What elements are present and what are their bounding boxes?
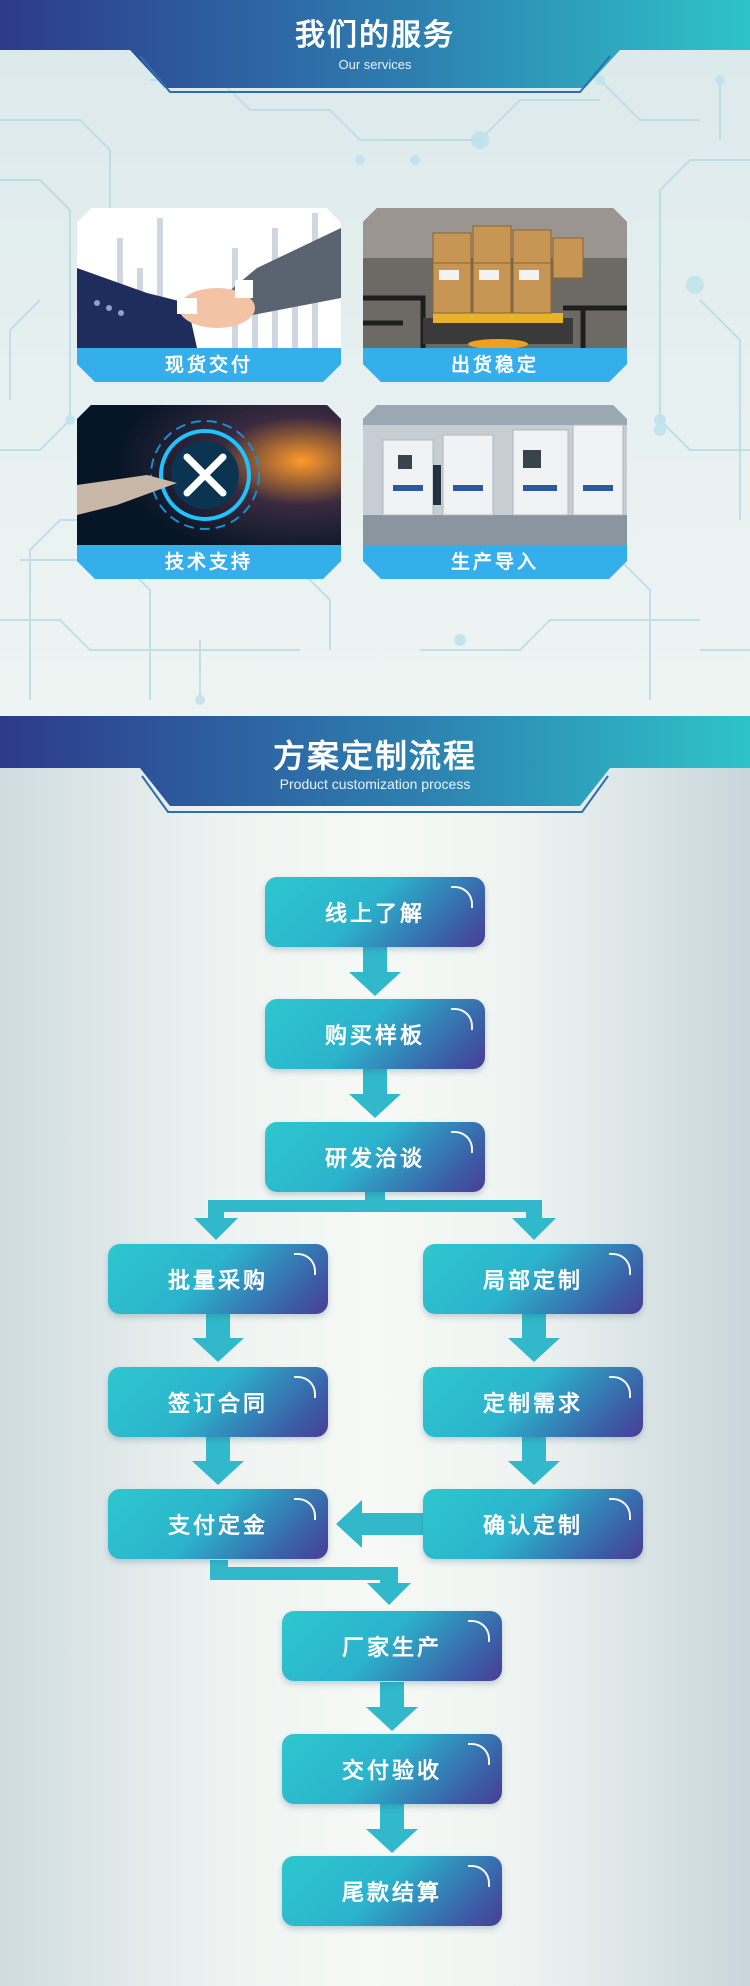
service-card-spot-delivery[interactable]: 现货交付 bbox=[77, 208, 341, 382]
sparkle-icon bbox=[609, 1376, 631, 1398]
factory-line-image bbox=[363, 405, 627, 545]
step-label: 确认定制 bbox=[482, 1514, 583, 1539]
step-label: 尾款结算 bbox=[341, 1881, 442, 1906]
step-confirm-customization[interactable]: 确认定制 bbox=[423, 1489, 643, 1559]
step-delivery-acceptance[interactable]: 交付验收 bbox=[282, 1734, 502, 1804]
process-banner: 方案定制流程 Product customization process bbox=[0, 716, 750, 816]
step-customization-requirements[interactable]: 定制需求 bbox=[423, 1367, 643, 1437]
step-bulk-purchase[interactable]: 批量采购 bbox=[108, 1244, 328, 1314]
sparkle-icon bbox=[468, 1743, 490, 1765]
sparkle-icon bbox=[451, 1131, 473, 1153]
step-factory-production[interactable]: 厂家生产 bbox=[282, 1611, 502, 1681]
sparkle-icon bbox=[294, 1253, 316, 1275]
tech-tools-image bbox=[77, 405, 341, 545]
service-card-tech-support[interactable]: 技术支持 bbox=[77, 405, 341, 579]
services-banner: 我们的服务 Our services bbox=[0, 0, 750, 96]
process-subtitle: Product customization process bbox=[279, 776, 471, 792]
step-label: 批量采购 bbox=[167, 1269, 268, 1294]
sparkle-icon bbox=[468, 1620, 490, 1642]
step-buy-sample[interactable]: 购买样板 bbox=[265, 999, 485, 1069]
sparkle-icon bbox=[468, 1865, 490, 1887]
sparkle-icon bbox=[294, 1498, 316, 1520]
step-sign-contract[interactable]: 签订合同 bbox=[108, 1367, 328, 1437]
step-label: 研发洽谈 bbox=[324, 1147, 425, 1172]
sparkle-icon bbox=[609, 1253, 631, 1275]
service-card-production-import[interactable]: 生产导入 bbox=[363, 405, 627, 579]
circuit-background bbox=[0, 75, 750, 705]
step-label: 支付定金 bbox=[167, 1514, 268, 1539]
warehouse-boxes-image bbox=[363, 208, 627, 348]
sparkle-icon bbox=[294, 1376, 316, 1398]
service-card-stable-shipment[interactable]: 出货稳定 bbox=[363, 208, 627, 382]
step-pay-deposit[interactable]: 支付定金 bbox=[108, 1489, 328, 1559]
step-partial-customization[interactable]: 局部定制 bbox=[423, 1244, 643, 1314]
step-label: 线上了解 bbox=[324, 902, 425, 927]
sparkle-icon bbox=[451, 886, 473, 908]
step-final-payment[interactable]: 尾款结算 bbox=[282, 1856, 502, 1926]
step-label: 交付验收 bbox=[341, 1759, 442, 1784]
services-title: 我们的服务 bbox=[295, 18, 455, 53]
service-card-label: 生产导入 bbox=[363, 545, 627, 579]
step-online-understanding[interactable]: 线上了解 bbox=[265, 877, 485, 947]
handshake-image bbox=[77, 208, 341, 348]
service-card-label: 出货稳定 bbox=[363, 348, 627, 382]
services-section: 我们的服务 Our services 现货交付 bbox=[0, 0, 750, 718]
step-label: 局部定制 bbox=[482, 1269, 583, 1294]
step-rd-negotiation[interactable]: 研发洽谈 bbox=[265, 1122, 485, 1192]
sparkle-icon bbox=[451, 1008, 473, 1030]
step-label: 购买样板 bbox=[324, 1024, 425, 1049]
service-card-label: 技术支持 bbox=[77, 545, 341, 579]
step-label: 签订合同 bbox=[167, 1392, 268, 1417]
services-subtitle: Our services bbox=[338, 57, 412, 72]
step-label: 厂家生产 bbox=[341, 1636, 442, 1661]
service-card-label: 现货交付 bbox=[77, 348, 341, 382]
process-title: 方案定制流程 bbox=[272, 737, 477, 775]
sparkle-icon bbox=[609, 1498, 631, 1520]
step-label: 定制需求 bbox=[482, 1392, 583, 1417]
